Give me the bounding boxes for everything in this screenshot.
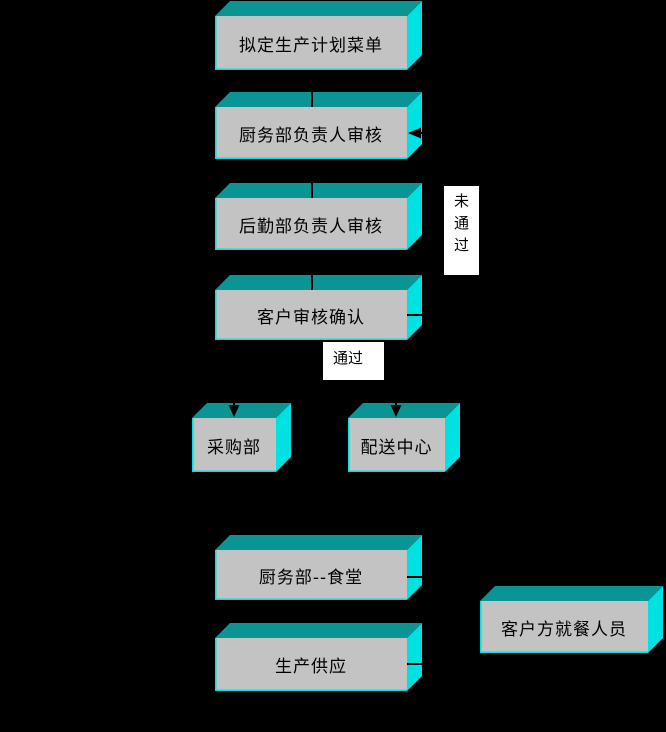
box-top-face: [215, 623, 422, 638]
arrowhead-kitchen-review: [408, 127, 421, 139]
box-bevel-edge: [348, 418, 445, 472]
edge-label-passed: 通过: [323, 342, 384, 380]
box-front-face: [215, 550, 407, 600]
edge-supply-to-diners: [407, 627, 456, 665]
connectors: [228, 70, 479, 665]
box-bevel-edge: [215, 550, 407, 600]
box-front-face: [215, 107, 407, 159]
node-label-purchasing: 采购部: [207, 437, 261, 458]
box-side-face: [407, 623, 422, 691]
box-front-face: [480, 601, 648, 653]
edge-label-not-passed: 未 通 过: [444, 186, 479, 275]
node-box-logistics-review: [215, 183, 422, 250]
box-front-face: [215, 16, 407, 70]
node-box-customer-confirm: [215, 275, 422, 340]
box-side-face: [407, 1, 422, 70]
node-label-production-supply: 生产供应: [275, 657, 347, 677]
arrowhead-distribution: [390, 405, 402, 417]
node-box-plan-menu: [215, 1, 422, 70]
node-label-kitchen-canteen: 厨务部--食堂: [258, 567, 364, 588]
node-box-customer-diners: [480, 586, 663, 653]
node-box-kitchen-review: [215, 92, 422, 159]
box-side-face: [407, 92, 422, 159]
box-top-face: [215, 1, 422, 16]
box-top-face: [215, 275, 422, 290]
box-top-face: [215, 92, 422, 107]
node-label-customer-confirm: 客户审核确认: [257, 307, 365, 328]
box-front-face: [348, 418, 445, 472]
box-bevel-edge: [215, 107, 407, 159]
box-side-face: [407, 183, 422, 250]
edge-not-passed-feedback: [407, 132, 434, 316]
box-top-face: [192, 403, 291, 418]
box-top-face: [215, 535, 422, 550]
box-front-face: [215, 638, 407, 691]
box-bevel-edge: [215, 638, 407, 691]
box-bevel-edge: [480, 601, 648, 653]
box-bevel-edge: [192, 418, 276, 472]
box-top-face: [215, 183, 422, 198]
node-box-kitchen-canteen: [215, 535, 422, 600]
arrowhead-purchasing: [228, 405, 240, 417]
box-bevel-edge: [215, 16, 407, 70]
node-label-logistics-review: 后勤部负责人审核: [239, 216, 383, 237]
box-top-face: [348, 403, 460, 418]
box-front-face: [192, 418, 276, 472]
node-box-production-supply: [215, 623, 422, 691]
node-box-purchasing: [192, 403, 291, 472]
edge-canteen-to-diners: [407, 576, 479, 628]
node-label-plan-menu: 拟定生产计划菜单: [239, 35, 383, 56]
box-bevel-edge: [215, 290, 407, 340]
box-side-face: [407, 535, 422, 600]
node-label-distribution: 配送中心: [360, 437, 433, 458]
box-front-face: [215, 290, 407, 340]
box-side-face: [648, 586, 663, 653]
box-side-face: [407, 275, 422, 340]
node-label-kitchen-review: 厨务部负责人审核: [239, 125, 383, 146]
node-label-customer-diners: 客户方就餐人员: [501, 619, 627, 640]
node-box-distribution: [348, 403, 460, 472]
box-front-face: [215, 198, 407, 250]
box-top-face: [480, 586, 663, 601]
box-side-face: [276, 403, 291, 472]
box-bevel-edge: [215, 198, 407, 250]
box-side-face: [445, 403, 460, 472]
